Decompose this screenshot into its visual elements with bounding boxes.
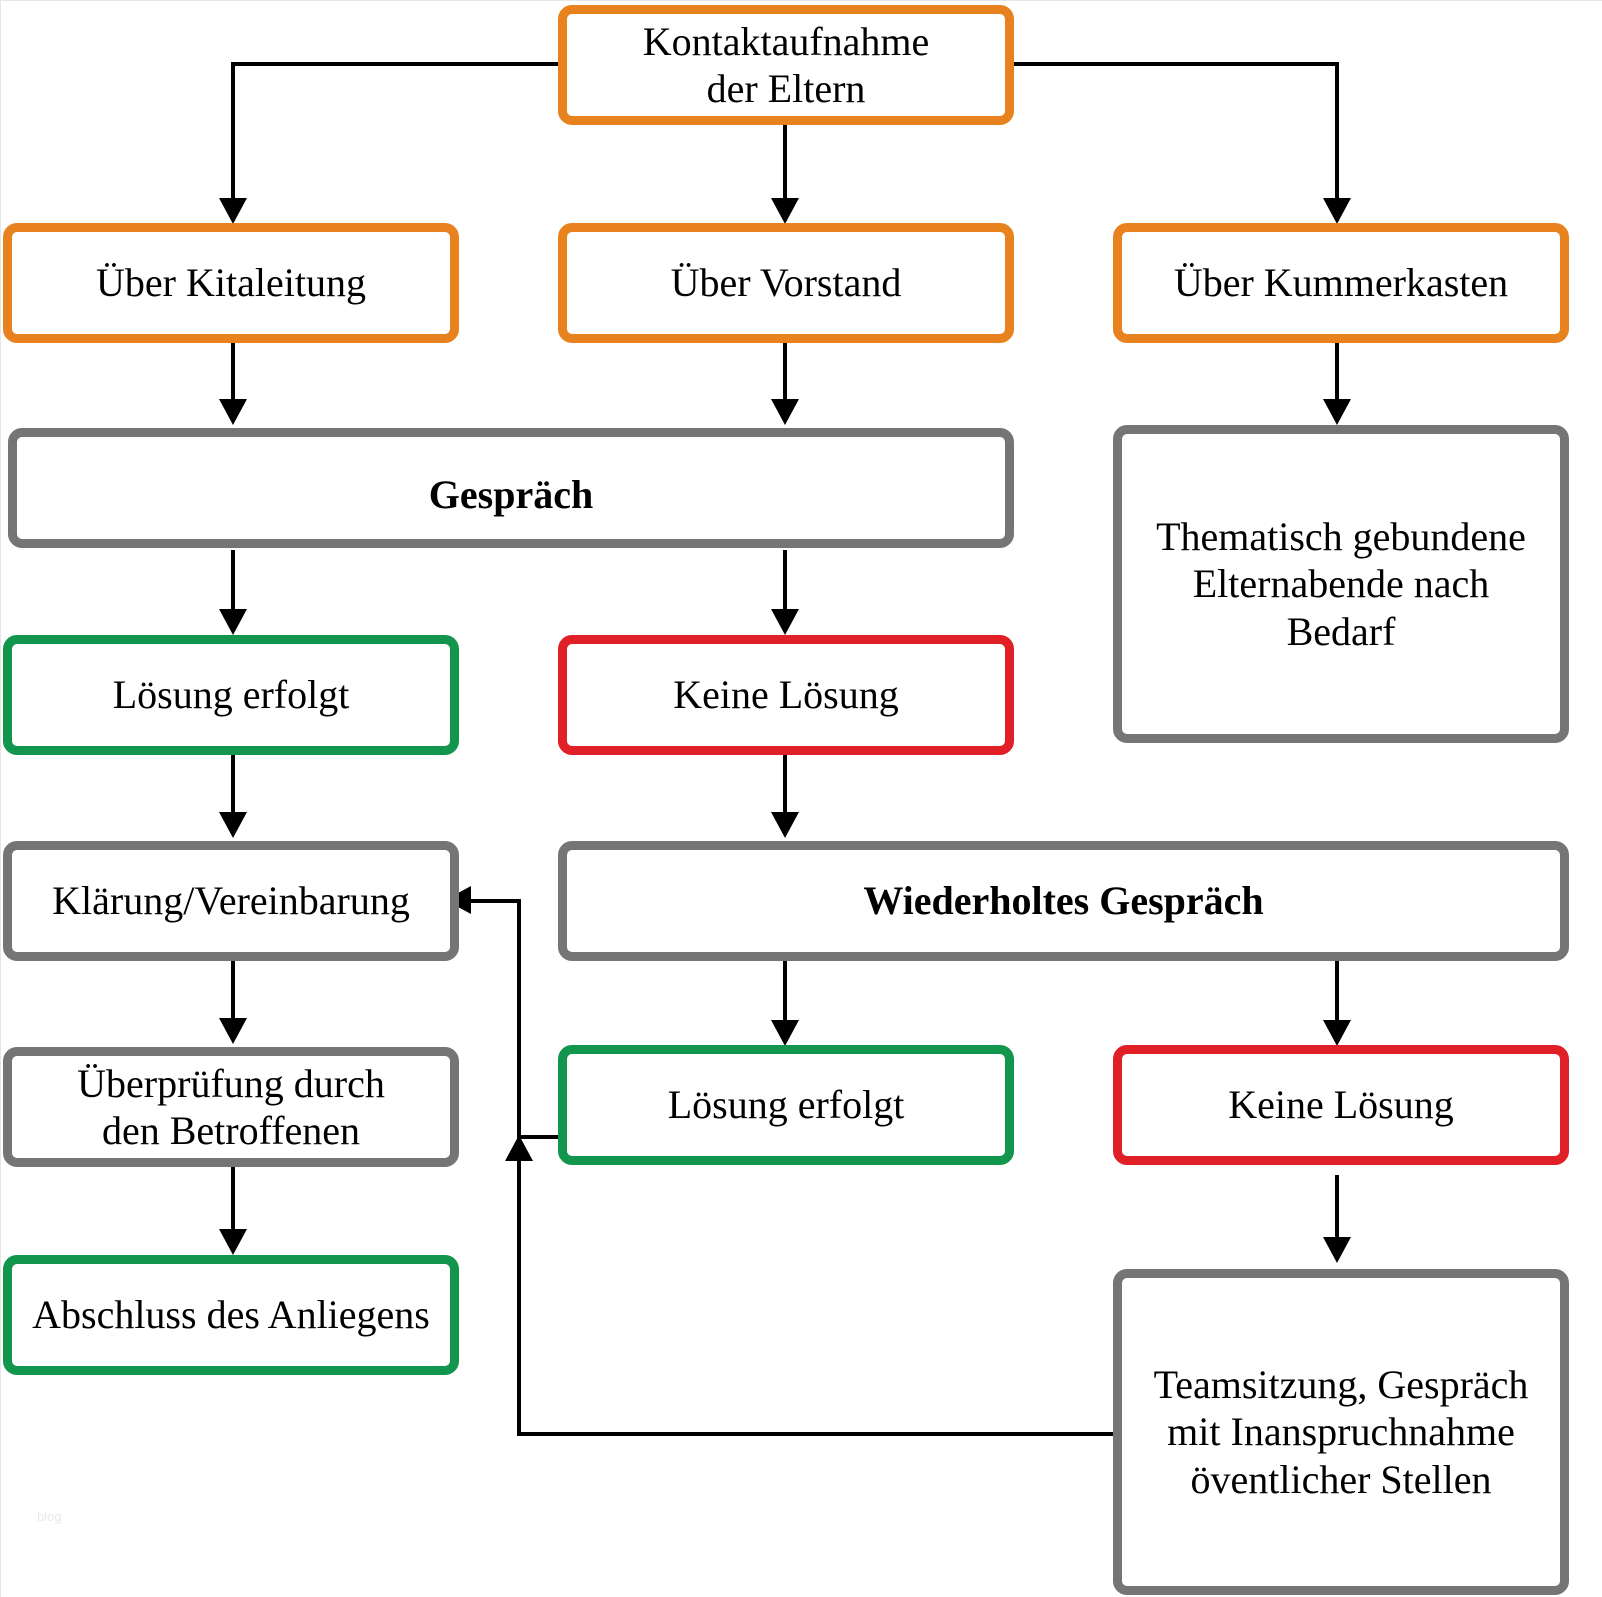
edge-kontakt-to-kummerkasten-vertical <box>1335 62 1339 204</box>
edge-kontakt-to-kitaleitung-vertical <box>231 62 235 204</box>
node-label: Klärung/Vereinbarung <box>52 878 410 924</box>
arrowhead-loesung-erfolgt-1 <box>219 609 247 635</box>
edge-teamsitzung-to-trunk-horizontal <box>517 1432 1117 1436</box>
node-label: Keine Lösung <box>1228 1082 1454 1128</box>
arrowhead-wiederholtes-gespraech <box>771 812 799 838</box>
edge-wiederholtes-to-loesung2 <box>783 961 787 1026</box>
node-gespraech[interactable]: Gespräch <box>8 428 1014 548</box>
edge-keineloesung2-to-teamsitzung <box>1335 1175 1339 1243</box>
node-label: Überprüfung durch den Betroffenen <box>77 1060 385 1153</box>
node-ueber-kummerkasten[interactable]: Über Kummerkasten <box>1113 223 1569 343</box>
node-label: Über Kitaleitung <box>96 260 366 306</box>
edge-kontakt-to-kummerkasten-horizontal <box>1009 62 1339 66</box>
node-label: Gespräch <box>428 472 594 517</box>
node-label: Abschluss des Anliegens <box>32 1292 430 1338</box>
arrowhead-keine-loesung-2 <box>1323 1020 1351 1046</box>
arrowhead-kitaleitung <box>219 198 247 224</box>
arrowhead-abschluss <box>219 1229 247 1255</box>
node-ueber-kitaleitung[interactable]: Über Kitaleitung <box>3 223 459 343</box>
edge-gespraech-to-keineloesung1 <box>783 550 787 615</box>
node-keine-loesung-1[interactable]: Keine Lösung <box>558 635 1014 755</box>
edge-ueberpruefung-to-abschluss <box>231 1167 235 1235</box>
arrowhead-ueberpruefung <box>219 1018 247 1044</box>
node-klaerung-vereinbarung[interactable]: Klärung/Vereinbarung <box>3 841 459 961</box>
edge-kontakt-to-vorstand <box>783 123 787 205</box>
arrowhead-teamsitzung <box>1323 1237 1351 1263</box>
edge-kitaleitung-to-gespraech <box>231 341 235 406</box>
node-label: Kontaktaufnahme der Eltern <box>642 18 930 111</box>
edge-gespraech-to-loesung1 <box>231 550 235 615</box>
edge-loesung2-to-trunk-horizontal <box>517 1135 561 1139</box>
node-loesung-erfolgt-2[interactable]: Lösung erfolgt <box>558 1045 1014 1165</box>
feedback-to-klaerung-horizontal <box>471 899 521 903</box>
node-wiederholtes-gespraech[interactable]: Wiederholtes Gespräch <box>558 841 1569 961</box>
edge-wiederholtes-to-keineloesung2 <box>1335 961 1339 1026</box>
node-label: Über Vorstand <box>670 260 902 306</box>
edge-vorstand-to-gespraech <box>783 341 787 406</box>
arrowhead-klaerung <box>219 812 247 838</box>
node-label: Über Kummerkasten <box>1173 260 1509 306</box>
node-keine-loesung-2[interactable]: Keine Lösung <box>1113 1045 1569 1165</box>
node-label: Keine Lösung <box>673 672 899 718</box>
node-loesung-erfolgt-1[interactable]: Lösung erfolgt <box>3 635 459 755</box>
edge-keineloesung1-to-wiederholtes <box>783 753 787 818</box>
node-kontaktaufnahme[interactable]: Kontaktaufnahme der Eltern <box>558 5 1014 125</box>
edge-klaerung-to-ueberpruefung <box>231 959 235 1024</box>
node-teamsitzung[interactable]: Teamsitzung, Gespräch mit Inanspruchnahm… <box>1113 1269 1569 1595</box>
edge-kontakt-to-kitaleitung-horizontal <box>231 62 561 66</box>
edge-kummerkasten-to-elternabende <box>1335 341 1339 406</box>
arrowhead-loesung-erfolgt-2 <box>771 1020 799 1046</box>
arrowhead-gespraech-center <box>771 399 799 425</box>
node-ueber-vorstand[interactable]: Über Vorstand <box>558 223 1014 343</box>
node-ueberpruefung[interactable]: Überprüfung durch den Betroffenen <box>3 1047 459 1167</box>
node-label: Lösung erfolgt <box>667 1082 905 1128</box>
node-label: Lösung erfolgt <box>112 672 350 718</box>
arrowhead-kummerkasten <box>1323 198 1351 224</box>
arrowhead-elternabende <box>1323 399 1351 425</box>
arrowhead-trunk-up <box>505 1135 533 1161</box>
edge-loesung1-to-klaerung <box>231 753 235 818</box>
arrowhead-vorstand <box>771 198 799 224</box>
feedback-trunk-vertical <box>517 899 521 1434</box>
watermark: blog <box>37 1509 62 1524</box>
node-elternabende[interactable]: Thematisch gebundene Elternabende nach B… <box>1113 425 1569 743</box>
node-abschluss[interactable]: Abschluss des Anliegens <box>3 1255 459 1375</box>
node-label: Teamsitzung, Gespräch mit Inanspruchnahm… <box>1153 1362 1529 1502</box>
node-label: Wiederholtes Gespräch <box>863 878 1264 924</box>
arrowhead-gespraech-left <box>219 399 247 425</box>
arrowhead-keine-loesung-1 <box>771 609 799 635</box>
node-label: Thematisch gebundene Elternabende nach B… <box>1156 514 1526 654</box>
